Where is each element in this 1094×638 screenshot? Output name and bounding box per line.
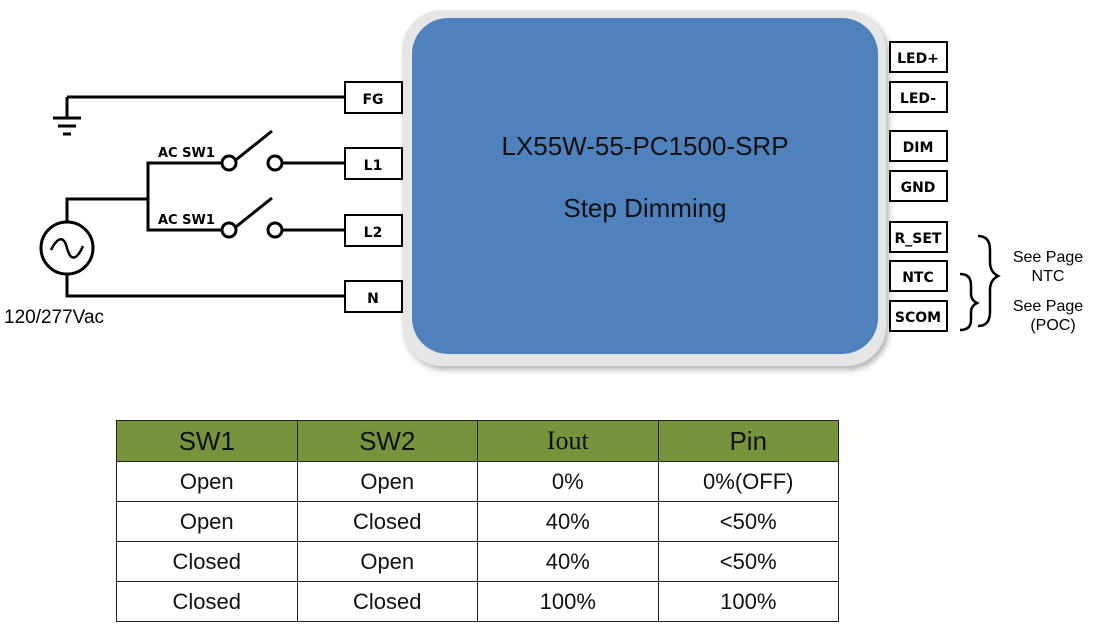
svg-text:R_SET: R_SET xyxy=(895,231,942,247)
switch-1-label: AC SW1 xyxy=(158,146,215,161)
table-row: Closed Closed 100% 100% xyxy=(116,581,839,622)
table-cell: 0% xyxy=(477,461,659,502)
table-cell: Open xyxy=(116,461,298,502)
ground-icon xyxy=(53,116,81,136)
header-sw2: SW2 xyxy=(296,420,478,462)
svg-text:L2: L2 xyxy=(364,225,383,241)
svg-text:LED-: LED- xyxy=(900,91,936,107)
table-row: Open Open 0% 0%(OFF) xyxy=(116,461,839,502)
svg-text:See Page: See Page xyxy=(1013,298,1083,315)
output-pins: LED+ LED- DIM GND R_SET NTC SCOM xyxy=(889,41,948,332)
driver-box: LX55W-55-PC1500-SRP Step Dimming xyxy=(402,10,886,366)
pin-ntc: NTC xyxy=(889,260,948,292)
pin-led-minus: LED- xyxy=(889,81,948,113)
wires xyxy=(65,95,345,298)
input-pins: FG L1 L2 N xyxy=(344,81,403,313)
brace-poc-icon xyxy=(959,272,980,332)
table-cell: 40% xyxy=(477,541,659,582)
mode-label: Step Dimming xyxy=(563,193,726,223)
wiring-diagram: LX55W-55-PC1500-SRP Step Dimming AC SW1 … xyxy=(4,10,1083,366)
source-voltage: 120/277Vac xyxy=(4,307,104,328)
pin-fg: FG xyxy=(344,81,403,114)
table-cell: Closed xyxy=(116,541,298,582)
svg-text:DIM: DIM xyxy=(903,140,934,156)
ntc-note: See Page NTC xyxy=(1013,249,1083,285)
svg-text:GND: GND xyxy=(901,180,936,196)
table-cell: 100% xyxy=(657,581,839,622)
header-iout: Iout xyxy=(477,420,659,462)
pin-gnd: GND xyxy=(889,170,948,202)
table-header-row: SW1 SW2 Iout Pin xyxy=(116,420,839,462)
header-sw1: SW1 xyxy=(116,420,298,462)
pin-l2: L2 xyxy=(344,214,403,247)
table-cell: Open xyxy=(296,461,478,502)
table-cell: 100% xyxy=(477,581,659,622)
svg-text:(POC): (POC) xyxy=(1030,317,1075,334)
table-cell: Closed xyxy=(296,501,478,542)
svg-text:L1: L1 xyxy=(364,158,383,174)
svg-text:N: N xyxy=(367,291,379,307)
table-row: Closed Open 40% <50% xyxy=(116,541,839,582)
table-cell: <50% xyxy=(657,501,839,542)
switch-contacts xyxy=(220,154,284,239)
model-name: LX55W-55-PC1500-SRP xyxy=(501,131,788,161)
table-cell: 40% xyxy=(477,501,659,542)
pin-dim: DIM xyxy=(889,130,948,162)
svg-text:LED+: LED+ xyxy=(897,51,939,67)
pin-l1: L1 xyxy=(344,147,403,180)
svg-text:NTC: NTC xyxy=(1032,268,1065,285)
table-row: Open Closed 40% <50% xyxy=(116,501,839,542)
pin-n: N xyxy=(344,280,403,313)
table-cell: Closed xyxy=(296,581,478,622)
dimming-table: SW1 SW2 Iout Pin Open Open 0% 0%(OFF) Op… xyxy=(116,420,839,622)
header-pin: Pin xyxy=(657,420,839,462)
pin-led-plus: LED+ xyxy=(889,41,948,73)
switch-2-label: AC SW1 xyxy=(158,213,215,228)
table-cell: Open xyxy=(296,541,478,582)
pin-scom: SCOM xyxy=(889,300,948,332)
brace-ntc-icon xyxy=(977,234,1001,328)
table-cell: Closed xyxy=(116,581,298,622)
table-cell: Open xyxy=(116,501,298,542)
pin-r-set: R_SET xyxy=(889,221,948,253)
poc-note: See Page (POC) xyxy=(1013,298,1083,334)
table-cell: <50% xyxy=(657,541,839,582)
svg-text:FG: FG xyxy=(362,92,383,108)
table-cell: 0%(OFF) xyxy=(657,461,839,502)
svg-text:SCOM: SCOM xyxy=(895,310,941,326)
svg-text:NTC: NTC xyxy=(902,270,934,286)
svg-text:See Page: See Page xyxy=(1013,249,1083,266)
ac-source-icon xyxy=(39,220,95,276)
